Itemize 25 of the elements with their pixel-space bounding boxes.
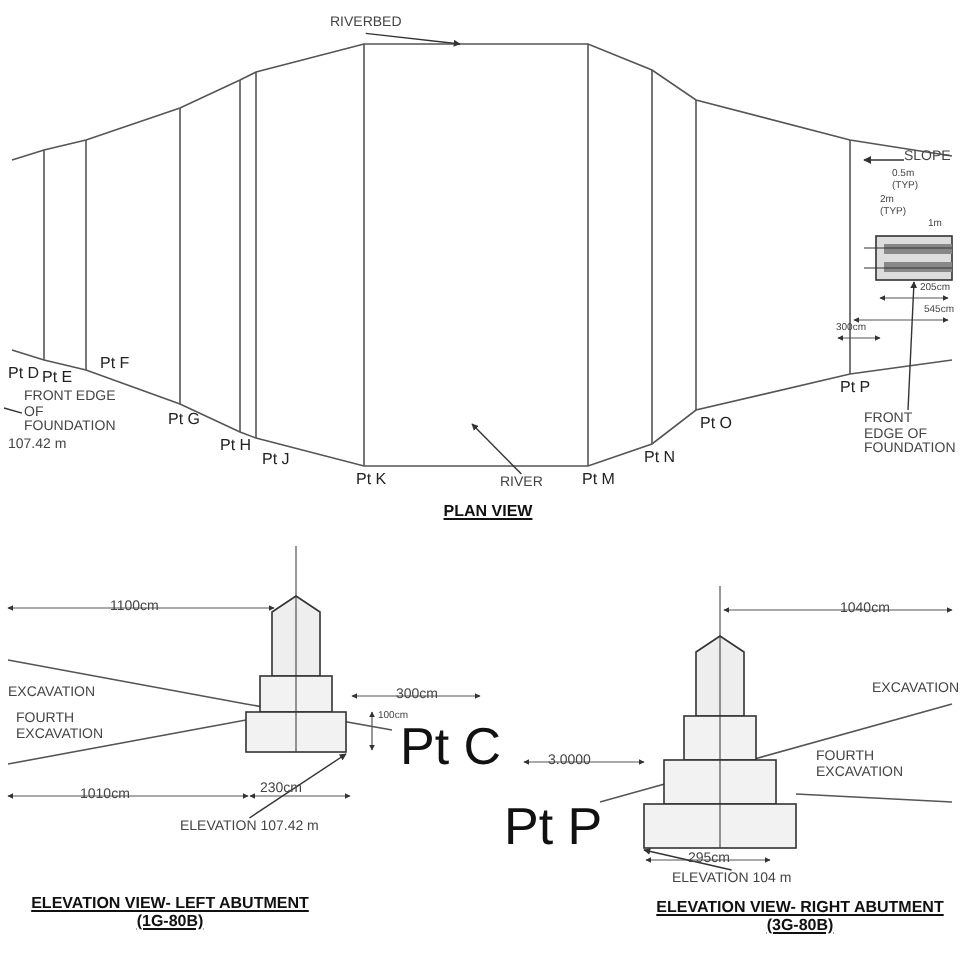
abutment-drawing [245,545,347,753]
point-label: Pt P [840,380,871,398]
leader-line [365,32,461,47]
point-label: Pt F [100,356,130,374]
leader-line [471,423,523,475]
point-label: Pt M [582,472,615,490]
point-label: Pt N [644,450,676,468]
leader-line [248,753,347,819]
leader-line [643,848,733,871]
view-title: ELEVATION VIEW- LEFT ABUTMENT (1G-80B) [29,896,311,932]
point-label: Pt D [8,366,40,384]
leader-line [3,407,23,414]
point-label: Pt J [262,452,290,470]
point-label: Pt C [400,720,502,772]
point-label: Pt K [356,472,387,490]
view-title: PLAN VIEW [441,504,535,522]
point-label: Pt H [220,438,252,456]
foundation-drawing [863,235,953,281]
view-title: ELEVATION VIEW- RIGHT ABUTMENT (3G-80B) [654,900,946,936]
leader-line [907,281,918,411]
point-label: Pt E [42,370,73,388]
point-label: Pt O [700,416,733,434]
point-label: Pt G [168,412,201,430]
point-label: Pt P [504,800,603,852]
abutment-drawing [643,585,797,849]
